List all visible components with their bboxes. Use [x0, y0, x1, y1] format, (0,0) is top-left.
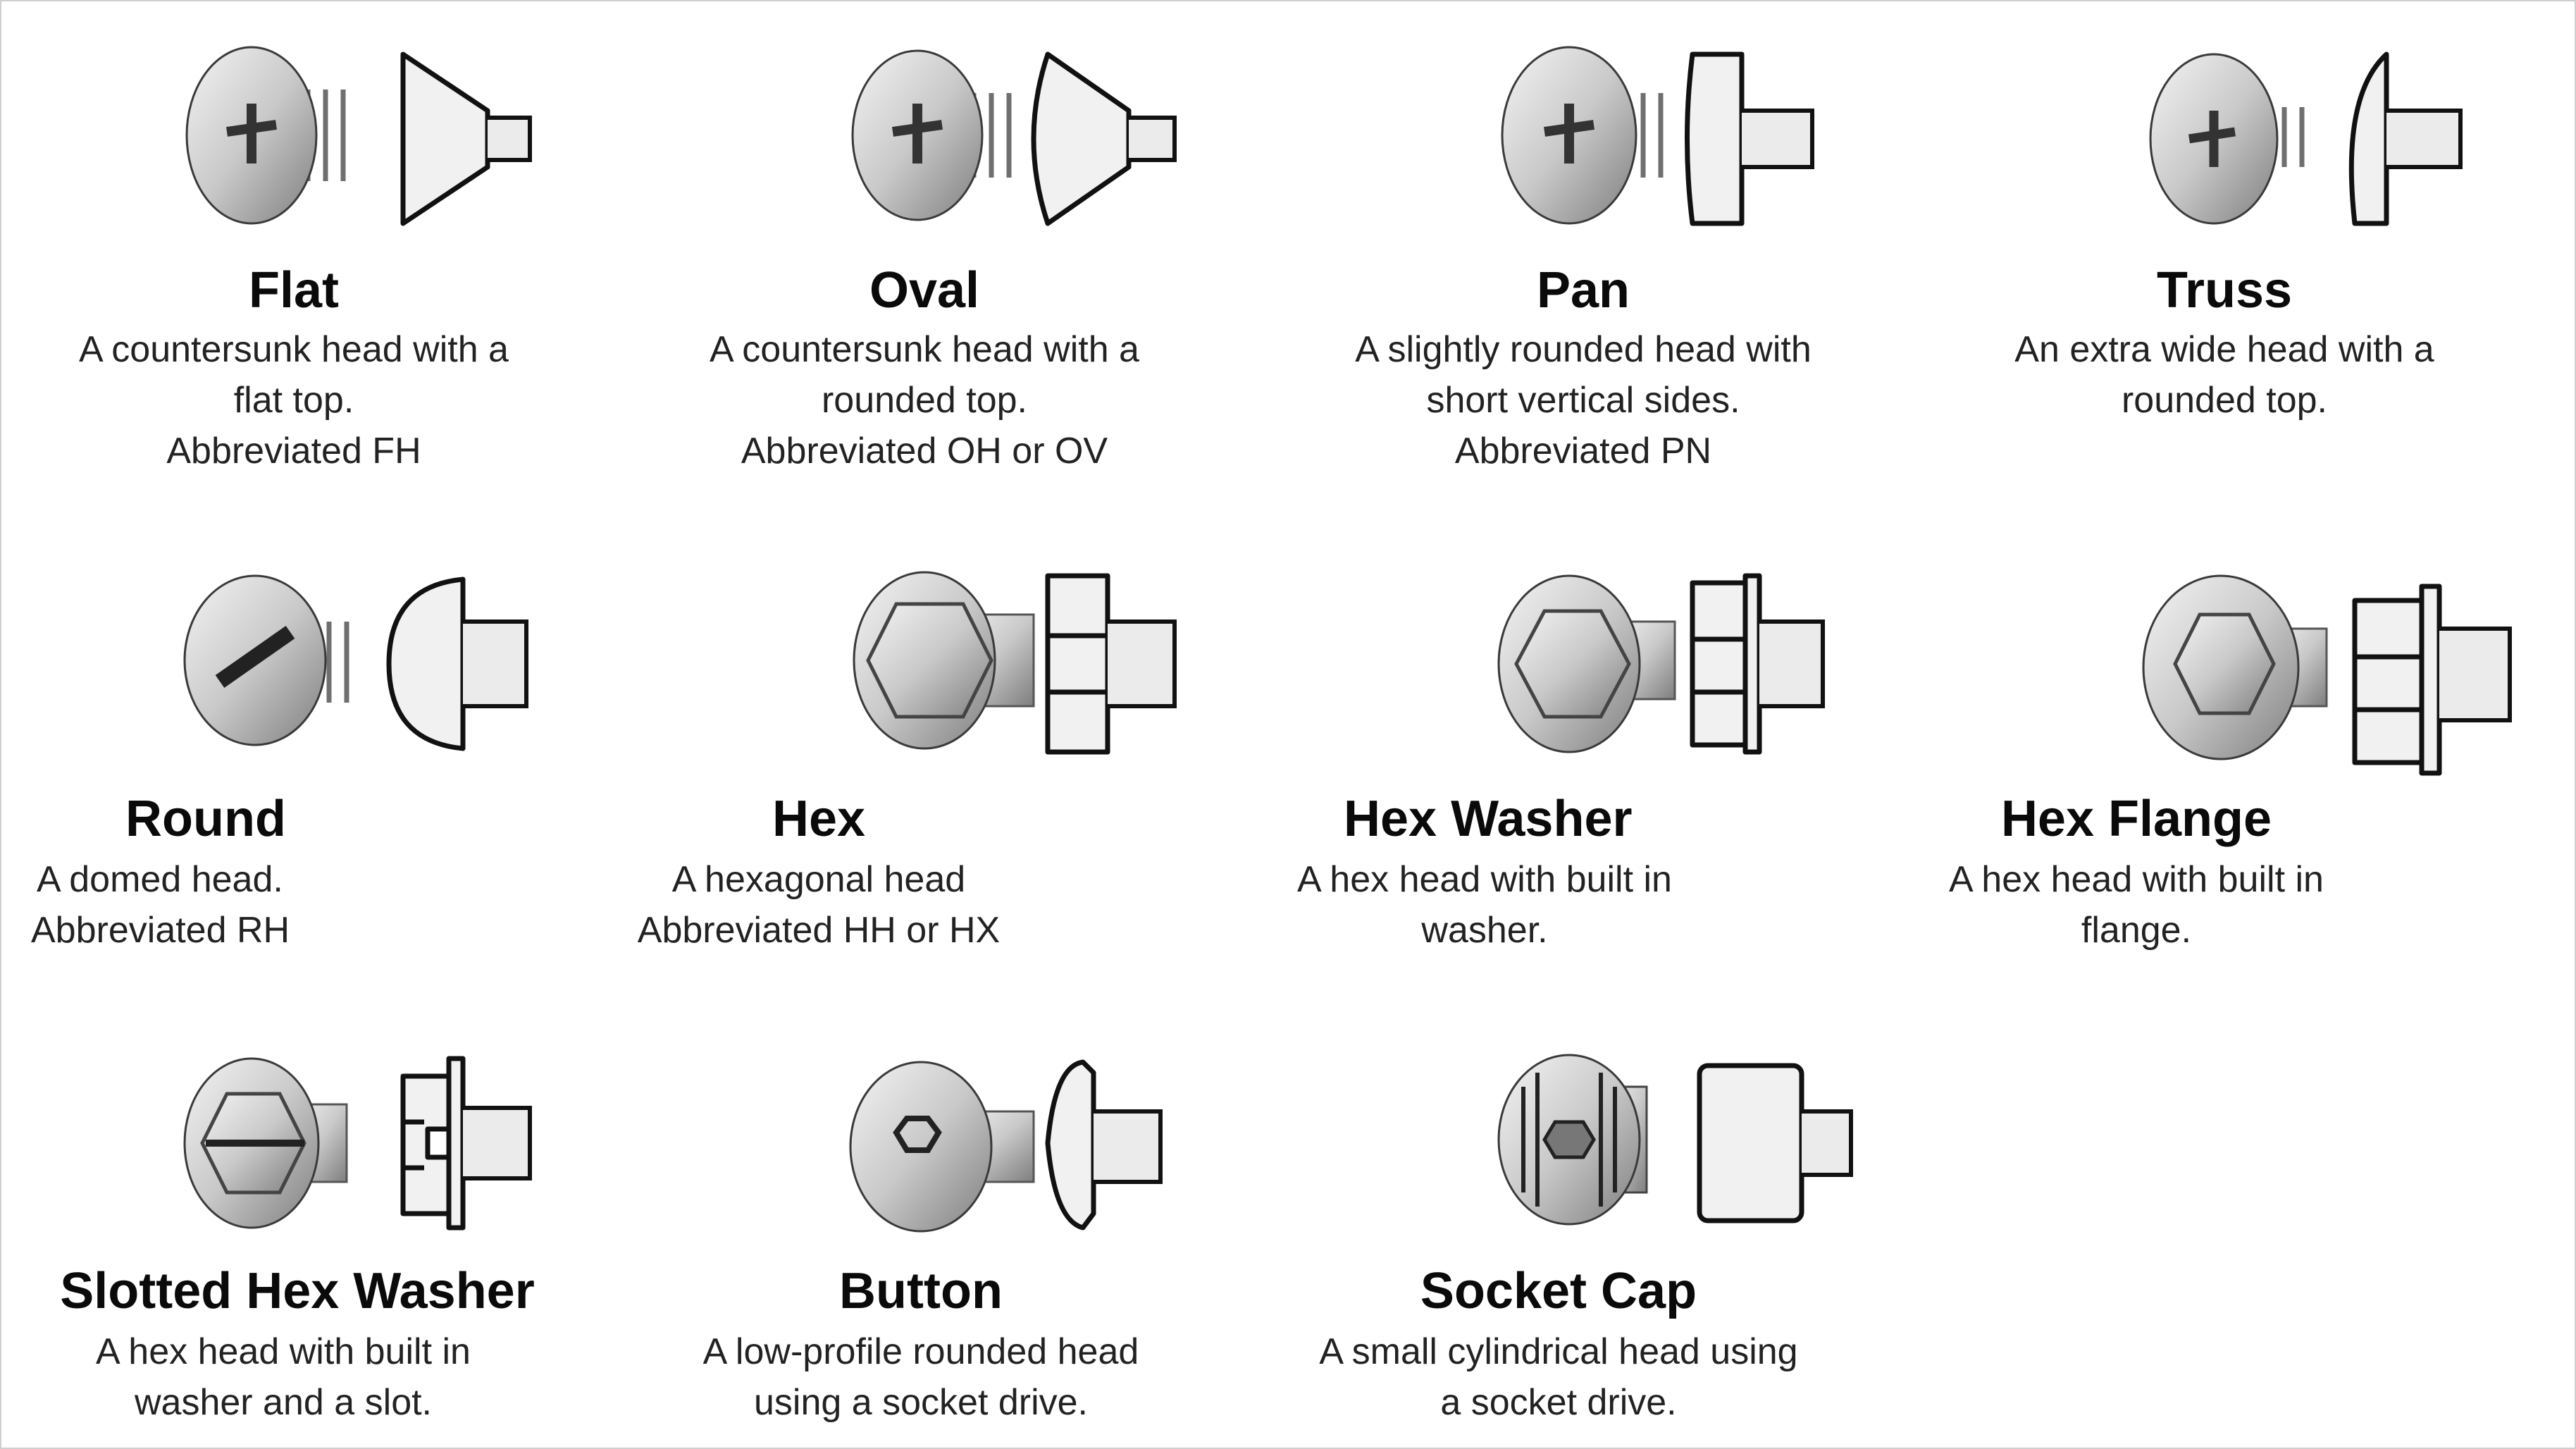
head-title: Round	[125, 791, 286, 847]
head-description-line: Abbreviated PN	[1454, 431, 1712, 471]
hex-washer-head-illustration	[1497, 573, 1825, 755]
head-description-line: short vertical sides.	[1426, 380, 1740, 421]
head-description-line: Abbreviated HH or HX	[637, 910, 1001, 951]
oval-head-screw-illustration	[851, 49, 1177, 226]
head-description-line: A hex head with built in	[96, 1331, 471, 1372]
head-description-line: Abbreviated FH	[166, 431, 421, 471]
head-description-line: An extra wide head with a	[2014, 329, 2434, 370]
slotted-hex-washer-head-illustration	[183, 1056, 532, 1231]
head-description-line: A hex head with built in	[1297, 859, 1672, 900]
pan-head-screw-illustration	[1501, 46, 1814, 226]
head-title: Flat	[248, 262, 339, 319]
head-description-line: A small cylindrical head using	[1319, 1331, 1798, 1372]
head-title: Truss	[2156, 262, 2293, 319]
head-description-line: A slightly rounded head with	[1355, 329, 1812, 370]
head-description-line: Abbreviated RH	[31, 910, 290, 951]
head-title: Socket Cap	[1420, 1263, 1697, 1319]
head-description-line: flat top.	[233, 380, 354, 421]
head-description-line: A domed head.	[37, 859, 283, 900]
head-description-line: A hexagonal head	[671, 859, 966, 900]
head-description-line: rounded top.	[821, 380, 1028, 421]
button-head-screw-illustration	[849, 1059, 1163, 1233]
head-description-line: A hex head with built in	[1949, 859, 2324, 900]
head-title: Hex Washer	[1344, 791, 1633, 847]
hex-flange-head-illustration	[2142, 574, 2512, 776]
hex-head-bolt-illustration	[853, 571, 1177, 755]
head-title: Hex Flange	[2000, 791, 2272, 847]
head-title: Oval	[869, 262, 980, 319]
flat-head-screw-illustration	[185, 46, 532, 226]
head-description-line: A low-profile rounded head	[702, 1331, 1139, 1372]
round-head-screw-illustration	[183, 574, 528, 751]
head-description-line: washer and a slot.	[134, 1382, 433, 1423]
head-description-line: A countersunk head with a	[710, 329, 1139, 370]
head-description-line: rounded top.	[2121, 380, 2328, 421]
head-title: Slotted Hex Washer	[60, 1263, 535, 1319]
head-title: Pan	[1536, 262, 1630, 319]
head-title: Hex	[772, 791, 866, 847]
head-description-line: flange.	[2081, 910, 2192, 951]
socket-cap-screw-illustration	[1497, 1054, 1853, 1226]
head-description-line: using a socket drive.	[753, 1382, 1089, 1423]
head-title: Button	[839, 1263, 1003, 1319]
head-description-line: A countersunk head with a	[79, 329, 509, 370]
head-description-line: washer.	[1421, 910, 1548, 951]
truss-head-screw-illustration	[2149, 51, 2463, 226]
head-description-line: Abbreviated OH or OV	[741, 431, 1108, 471]
head-description-line: a socket drive.	[1440, 1382, 1677, 1423]
